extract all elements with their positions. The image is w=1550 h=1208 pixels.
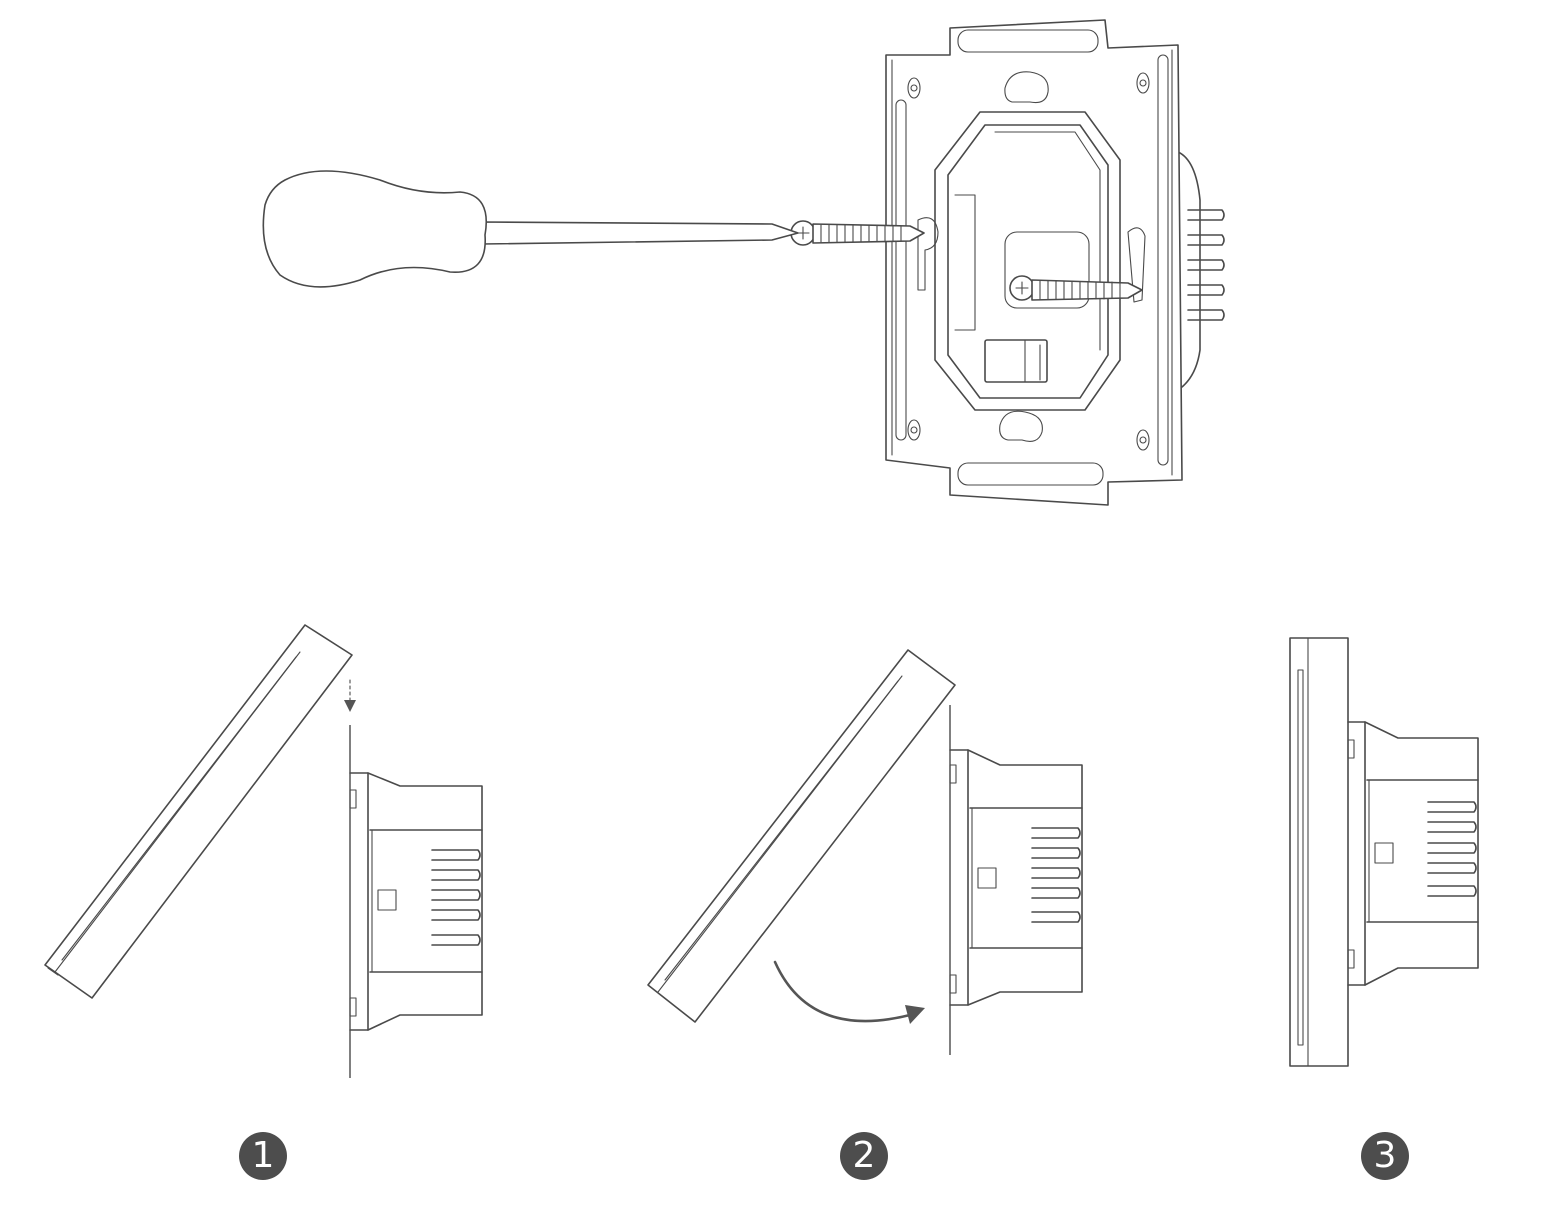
step-badge-1: 1: [239, 1132, 287, 1180]
inner-frame: [934, 111, 1121, 411]
switch-module: [349, 772, 483, 1031]
screwdriver-icon: [262, 170, 799, 288]
step-3-illustration: [1289, 637, 1479, 1067]
screw-center: [1009, 275, 1143, 301]
front-panel-mounted: [1289, 637, 1349, 1067]
switch-module: [949, 749, 1083, 1006]
mounting-illustration: [262, 19, 1225, 506]
arrow-down-icon: [344, 679, 356, 712]
curved-arrow-icon: [773, 960, 925, 1024]
switch-module: [1347, 721, 1479, 986]
mounting-plate: [885, 19, 1183, 506]
step-number: 3: [1373, 1135, 1397, 1176]
front-panel-tilted: [44, 624, 353, 999]
corner-holes: [907, 72, 1150, 451]
step-number: 2: [852, 1135, 876, 1176]
step-badge-2: 2: [840, 1132, 888, 1180]
step-1-illustration: [44, 624, 483, 1078]
step-badge-3: 3: [1361, 1132, 1409, 1180]
step-2-illustration: [647, 649, 1083, 1055]
switch-back-body: [1177, 151, 1225, 391]
step-number: 1: [251, 1135, 275, 1176]
front-panel-tilted: [647, 649, 956, 1023]
